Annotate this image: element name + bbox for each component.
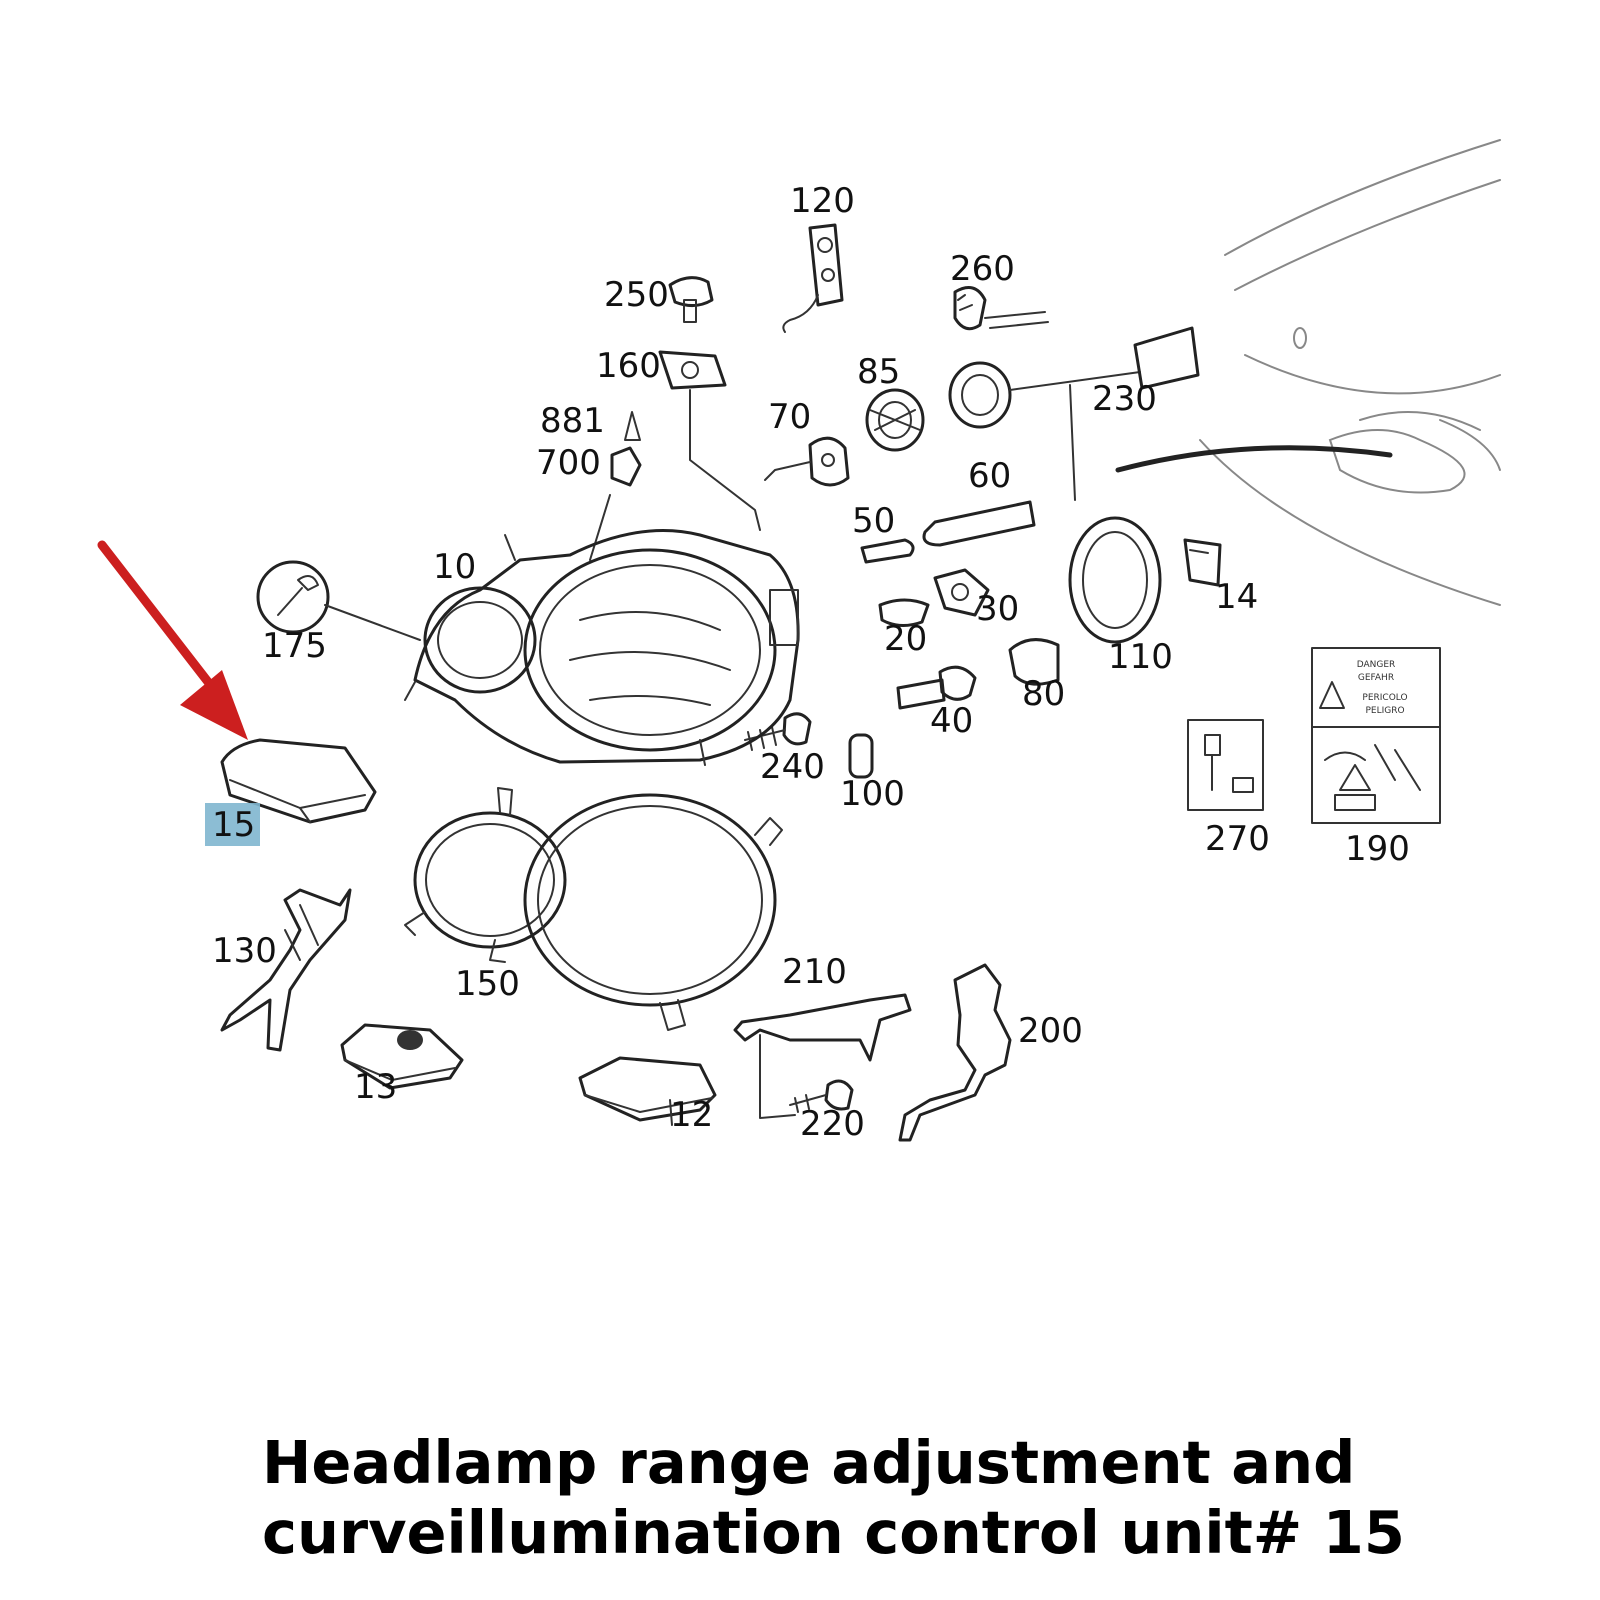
caption-line-2: curveillumination control unit# 15 xyxy=(262,1498,1405,1567)
part-50-icon xyxy=(860,538,915,564)
part-label-30: 30 xyxy=(976,589,1019,629)
part-label-70: 70 xyxy=(768,397,811,437)
part-110-icon xyxy=(1068,516,1162,644)
part-881-icon xyxy=(624,411,641,441)
part-260-icon xyxy=(953,286,1049,331)
part-label-85: 85 xyxy=(857,352,900,392)
part-250-icon xyxy=(668,276,714,323)
part-12-control-unit-icon xyxy=(578,1056,717,1126)
caption-title: Headlamp range adjustment and curveillum… xyxy=(262,1428,1462,1568)
part-700-icon xyxy=(589,446,642,561)
part-270-icon xyxy=(1187,719,1264,811)
part-60-icon xyxy=(922,500,1036,547)
part-150-frame-icon xyxy=(404,787,783,1031)
part-label-80: 80 xyxy=(1022,674,1065,714)
red-arrow-icon xyxy=(97,540,248,740)
part-40-icon xyxy=(896,665,977,710)
part-label-10: 10 xyxy=(433,547,476,587)
wrench-icon xyxy=(256,560,421,641)
part-label-14: 14 xyxy=(1215,577,1258,617)
part-14-icon xyxy=(1183,538,1222,587)
part-label-150: 150 xyxy=(455,964,520,1004)
part-label-60: 60 xyxy=(968,456,1011,496)
part-label-220: 220 xyxy=(800,1104,865,1144)
part-label-210: 210 xyxy=(782,952,847,992)
part-label-20: 20 xyxy=(884,619,927,659)
part-label-270: 270 xyxy=(1205,819,1270,859)
part-label-881: 881 xyxy=(540,401,605,441)
part-230-icon xyxy=(948,326,1393,501)
part-label-240: 240 xyxy=(760,747,825,787)
part-label-50: 50 xyxy=(852,501,895,541)
part-label-250: 250 xyxy=(604,275,669,315)
warning-text-3: PERICOLO xyxy=(1362,693,1407,703)
part-200-bracket-icon xyxy=(898,963,1012,1142)
part-13-control-unit-icon xyxy=(340,1023,464,1090)
part-label-190: 190 xyxy=(1345,829,1410,869)
part-label-160: 160 xyxy=(596,346,661,386)
part-100-icon xyxy=(848,733,874,779)
part-20-icon xyxy=(878,598,930,627)
part-label-230: 230 xyxy=(1092,379,1157,419)
part-label-15: 15 xyxy=(212,805,255,845)
part-label-175: 175 xyxy=(262,626,327,666)
part-130-bracket-icon xyxy=(220,888,352,1052)
part-220-screw-icon xyxy=(789,1079,854,1113)
part-70-icon xyxy=(764,436,850,487)
part-80-icon xyxy=(1008,638,1060,686)
part-15-control-unit-icon xyxy=(205,738,377,846)
part-85-icon xyxy=(865,388,925,452)
warning-text-2: GEFAHR xyxy=(1358,673,1394,683)
part-label-100: 100 xyxy=(840,774,905,814)
part-label-12: 12 xyxy=(670,1095,713,1135)
part-label-120: 120 xyxy=(790,181,855,221)
part-label-40: 40 xyxy=(930,701,973,741)
part-30-icon xyxy=(933,568,990,617)
part-label-200: 200 xyxy=(1018,1011,1083,1051)
headlamp-housing-icon xyxy=(404,529,800,766)
part-120-icon xyxy=(782,223,844,333)
part-label-700: 700 xyxy=(536,443,601,483)
part-label-130: 130 xyxy=(212,931,277,971)
caption-line-1: Headlamp range adjustment and xyxy=(262,1428,1356,1497)
part-label-260: 260 xyxy=(950,249,1015,289)
car-front-outline xyxy=(1199,139,1501,606)
part-160-icon xyxy=(658,350,761,531)
part-label-110: 110 xyxy=(1108,637,1173,677)
part-190-warning-label-icon xyxy=(1311,647,1441,824)
warning-text-1: DANGER xyxy=(1357,660,1396,670)
highlight-box-15 xyxy=(205,803,260,846)
part-210-bracket-icon xyxy=(733,993,912,1119)
part-label-13: 13 xyxy=(354,1067,397,1107)
warning-text-4: PELIGRO xyxy=(1365,706,1404,716)
